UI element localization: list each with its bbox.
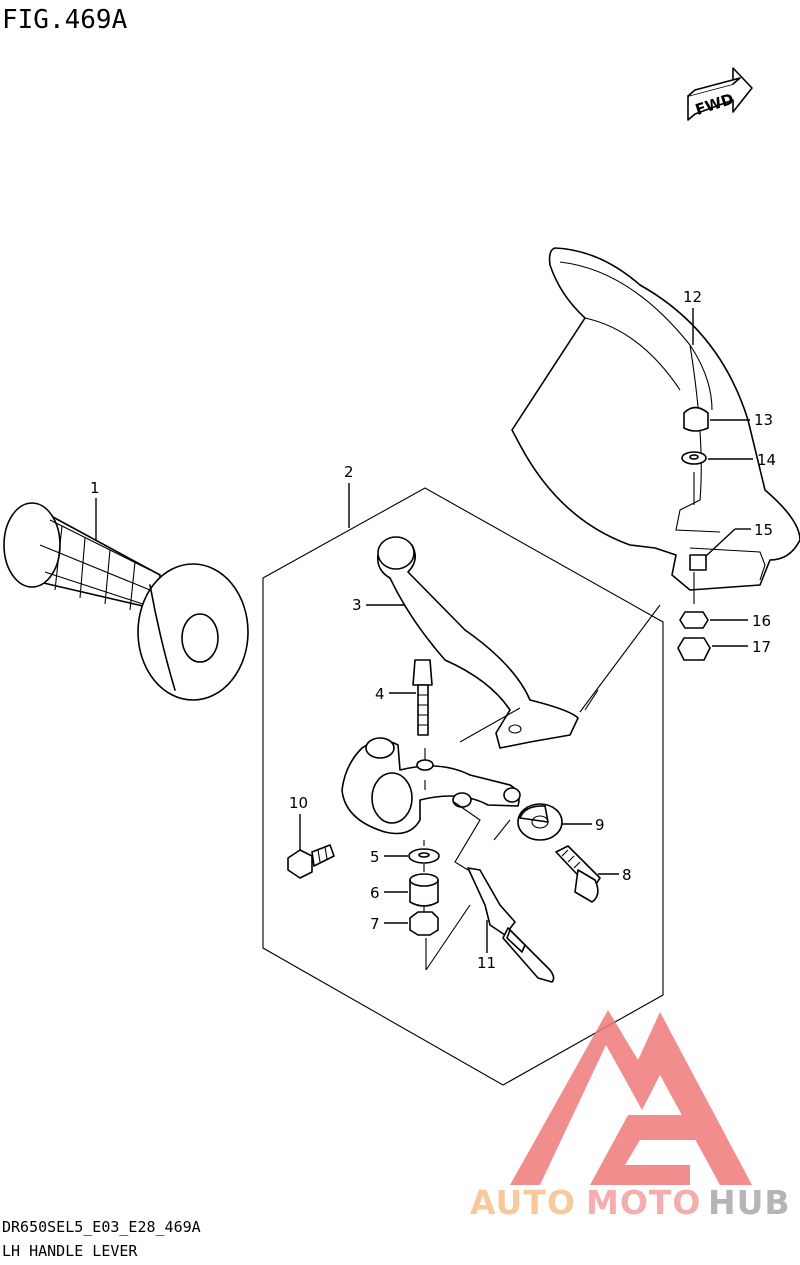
collar-part	[409, 873, 439, 907]
callout-8: 8	[598, 866, 632, 884]
washer-5-part	[408, 848, 440, 864]
callout-4: 4	[375, 685, 416, 703]
callout-16: 16	[710, 612, 771, 630]
svg-text:11: 11	[477, 954, 496, 972]
svg-text:12: 12	[683, 288, 702, 306]
svg-text:5: 5	[370, 848, 380, 866]
figure-title: FIG.469A	[2, 5, 128, 35]
svg-text:14: 14	[757, 451, 776, 469]
washer-14-part	[681, 451, 707, 465]
svg-text:15: 15	[754, 521, 773, 539]
svg-text:17: 17	[752, 638, 771, 656]
callout-14: 14	[708, 451, 776, 469]
clutch-lever-part	[376, 536, 579, 749]
lever-assembly-outline	[262, 487, 664, 1086]
pivot-bolt-part	[412, 659, 433, 736]
adjuster-nut-part	[517, 803, 563, 841]
callout-6: 6	[370, 884, 408, 902]
cap-nut-part	[683, 406, 709, 432]
forward-arrow-icon: FWD	[687, 67, 753, 121]
svg-text:3: 3	[352, 596, 362, 614]
automotohub-logo: AUTO MOTO HUB	[470, 1010, 791, 1222]
callout-10: 10	[289, 794, 308, 850]
callout-3: 3	[352, 596, 405, 614]
callout-17: 17	[712, 638, 771, 656]
hand-guard-part	[511, 247, 800, 591]
svg-text:1: 1	[90, 479, 100, 497]
brand-moto: MOTO	[586, 1183, 701, 1222]
model-code: DR650SEL5_E03_E28_469A	[2, 1218, 201, 1236]
svg-text:2: 2	[344, 463, 354, 481]
clutch-switch-part	[467, 867, 555, 983]
svg-text:16: 16	[752, 612, 771, 630]
svg-text:7: 7	[370, 915, 380, 933]
svg-text:8: 8	[622, 866, 632, 884]
cable-adjuster-part	[555, 845, 601, 903]
svg-text:6: 6	[370, 884, 380, 902]
svg-text:13: 13	[754, 411, 773, 429]
brand-auto: AUTO	[470, 1183, 576, 1222]
brand-hub: HUB	[708, 1183, 791, 1222]
callout-5: 5	[370, 848, 408, 866]
callout-13: 13	[710, 411, 773, 429]
callout-2: 2	[344, 463, 354, 528]
callout-7: 7	[370, 915, 408, 933]
callout-1: 1	[90, 479, 100, 540]
svg-text:4: 4	[375, 685, 385, 703]
callout-12: 12	[683, 288, 702, 345]
callout-11: 11	[477, 920, 496, 972]
figure-caption: LH HANDLE LEVER	[2, 1242, 138, 1260]
lever-holder-part	[341, 737, 521, 835]
spacer-15-part	[689, 554, 707, 571]
callout-15: 15	[705, 521, 773, 557]
callout-9: 9	[562, 816, 605, 834]
clamp-bolt-part	[287, 844, 335, 879]
nut-17-part	[677, 637, 711, 661]
nut-16-part	[679, 611, 709, 629]
svg-text:10: 10	[289, 794, 308, 812]
svg-text:9: 9	[595, 816, 605, 834]
grip-part	[3, 502, 249, 701]
nut-7-part	[409, 911, 439, 936]
